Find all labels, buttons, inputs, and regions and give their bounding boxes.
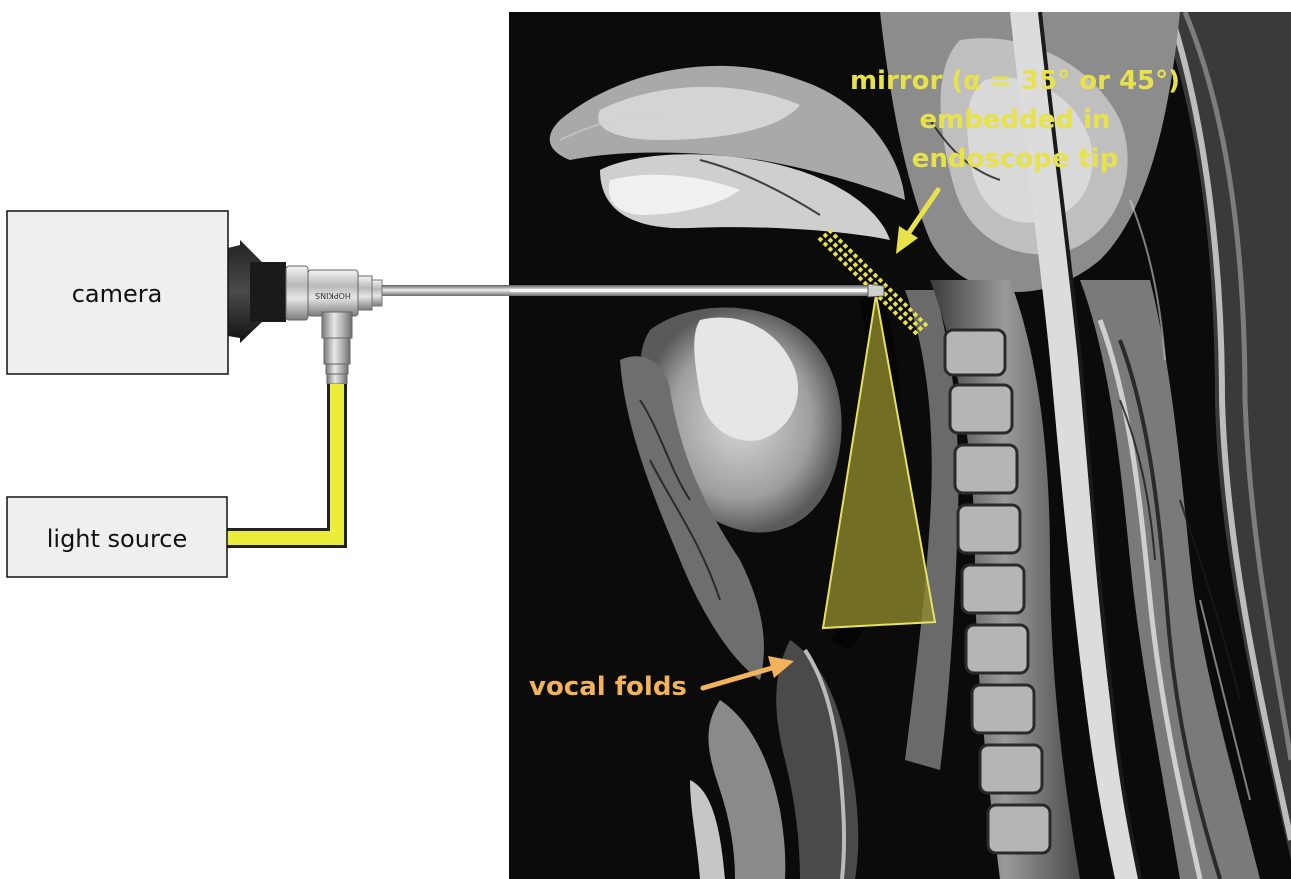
camera-coupler: HOPKINS bbox=[228, 240, 382, 384]
mirror-annotation-line2: embedded in bbox=[920, 105, 1111, 135]
light-cable bbox=[227, 384, 337, 538]
endoscope-brand-label: HOPKINS bbox=[315, 291, 351, 300]
light-source-box: light source bbox=[7, 497, 227, 577]
mirror-annotation-line1: mirror (α = 35° or 45°) bbox=[850, 66, 1180, 96]
camera-box: camera bbox=[7, 211, 228, 374]
light-source-label: light source bbox=[47, 525, 188, 553]
mirror-annotation-line3: endoscope tip bbox=[912, 144, 1119, 174]
camera-label: camera bbox=[72, 280, 163, 308]
vocal-folds-label: vocal folds bbox=[529, 672, 687, 702]
endoscope bbox=[372, 284, 884, 297]
